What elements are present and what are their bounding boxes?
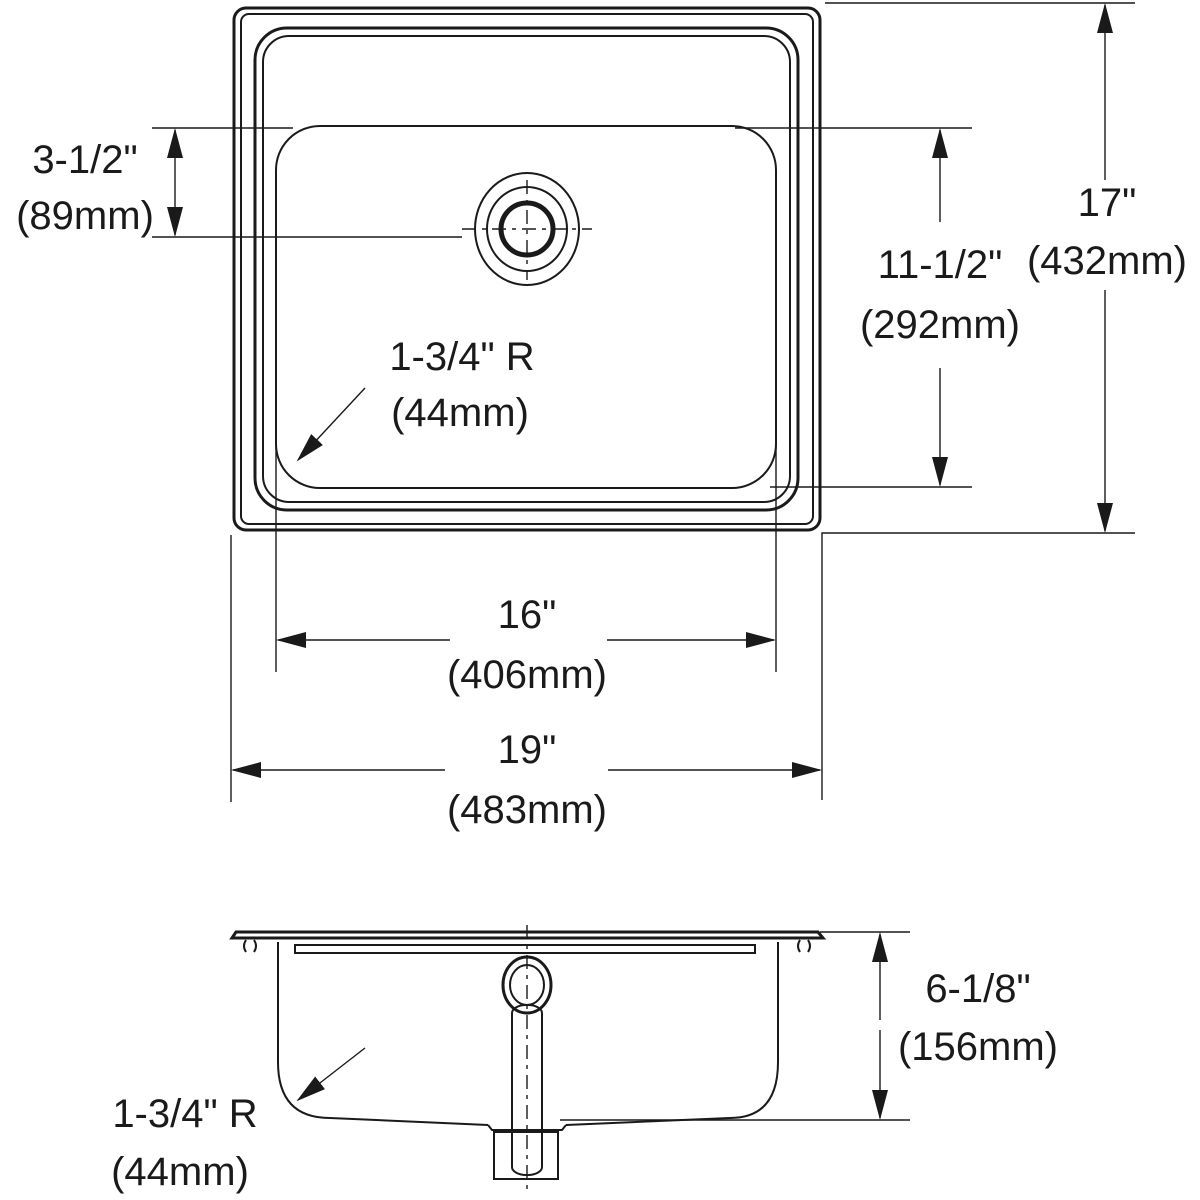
overall-width-mm-label: (483mm) — [447, 788, 607, 832]
deck-rim-inner — [262, 35, 791, 503]
side-view: 6-1/8" (156mm) 1-3/4" R (44mm) — [111, 925, 1058, 1195]
side-bowl — [277, 942, 779, 1126]
overall-width-in-label: 19" — [498, 728, 557, 772]
bowl-length-in-label: 11-1/2" — [878, 243, 1003, 287]
corner-radius-mm-label: (44mm) — [391, 391, 529, 435]
drain-offset-in-label: 3-1/2" — [32, 138, 137, 182]
bowl-width-mm-label: (406mm) — [447, 653, 607, 697]
bowl-outline — [275, 125, 777, 489]
side-corner-radius-in-label: 1-3/4" R — [112, 1092, 257, 1136]
drain-offset-mm-label: (89mm) — [16, 194, 154, 238]
depth-in-label: 6-1/8" — [925, 967, 1030, 1011]
overall-length-in-label: 17" — [1078, 181, 1137, 225]
side-rim — [229, 930, 827, 940]
deck-rim — [253, 26, 800, 512]
strainer-body — [493, 1131, 559, 1180]
outer-rim-inner-edge — [240, 13, 814, 525]
depth-mm-label: (156mm) — [898, 1025, 1058, 1069]
bowl-width-in-label: 16" — [498, 593, 557, 637]
bowl-length-mm-label: (292mm) — [860, 303, 1020, 347]
side-corner-radius-mm-label: (44mm) — [111, 1150, 249, 1194]
outer-rim — [232, 6, 822, 532]
corner-radius-in-label: 1-3/4" R — [389, 335, 534, 379]
overall-length-mm-label: (432mm) — [1027, 239, 1187, 283]
tailpiece — [511, 1004, 543, 1176]
drain-top — [462, 172, 592, 286]
side-rim-channel — [294, 944, 756, 954]
mounting-clips — [243, 939, 811, 953]
top-view: 3-1/2" (89mm) 11-1/2" (292mm) 17" (432mm… — [16, 2, 1187, 832]
